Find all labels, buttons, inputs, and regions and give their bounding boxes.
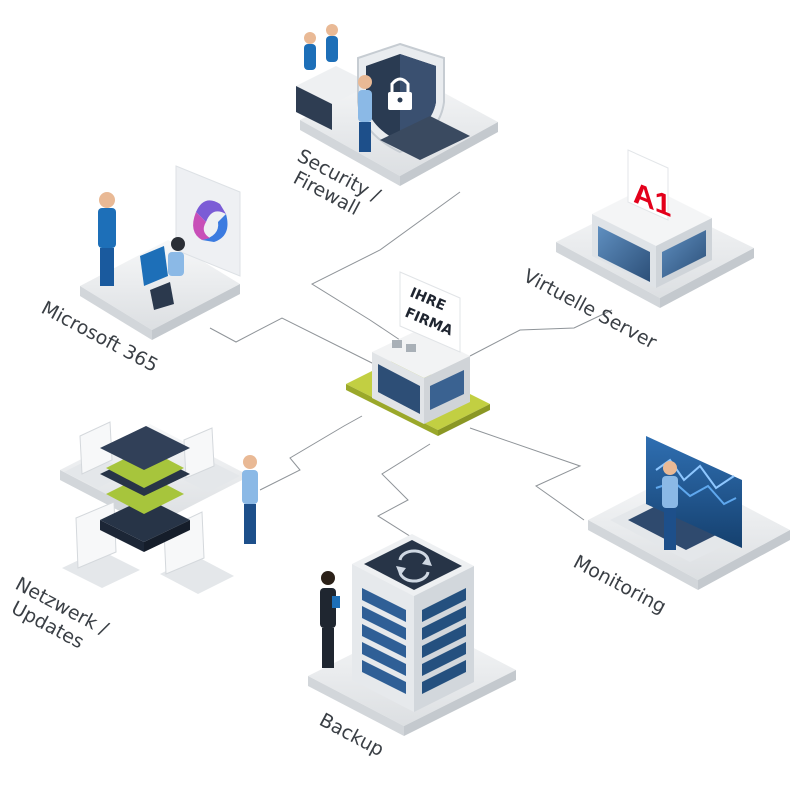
tower-top-panel: [364, 540, 462, 590]
platform-side: [300, 120, 400, 186]
person-seated: [326, 36, 338, 62]
laptop: [180, 462, 240, 492]
clipboard: [332, 596, 340, 608]
sync-refresh-icon: [396, 549, 432, 583]
microsoft365-logo-icon: [193, 200, 228, 242]
roof-unit: [406, 344, 416, 352]
person-standing: [98, 208, 116, 248]
building-windows: [662, 230, 706, 278]
security-firewall-node[interactable]: Security / Firewall: [290, 24, 498, 220]
chair: [150, 282, 174, 310]
virtual-server-node[interactable]: A1 Virtuelle Server: [520, 149, 754, 354]
person-head: [243, 455, 257, 469]
person-head: [304, 32, 316, 44]
m365-panel: [175, 165, 241, 277]
person-seated: [168, 252, 184, 276]
person-head: [663, 461, 677, 475]
laptop-screen: [183, 427, 215, 479]
person-legs: [359, 122, 371, 152]
network-updates-node[interactable]: Netzwerk / Updates: [8, 421, 258, 653]
person-legs: [100, 248, 114, 286]
person-standing: [242, 470, 258, 504]
platform-side: [698, 530, 790, 590]
laptop: [140, 246, 168, 286]
building-top: [592, 186, 712, 246]
access-panel: [380, 116, 470, 160]
person-head: [99, 192, 115, 208]
platform-side: [308, 676, 404, 736]
person-legs: [664, 508, 676, 550]
platform-side: [556, 242, 660, 308]
platform-side: [400, 122, 498, 186]
connector-network: [259, 415, 363, 491]
company-sign-board: [399, 271, 461, 353]
platform-side: [660, 248, 754, 308]
roof-unit: [392, 340, 402, 348]
person-head: [321, 571, 335, 585]
connector-virtual: [469, 309, 613, 357]
company-building-windows: [430, 370, 464, 410]
company-building-windows: [378, 364, 420, 414]
microsoft365-node[interactable]: Microsoft 365: [38, 165, 241, 377]
person-head: [358, 75, 372, 89]
platform-side: [80, 286, 152, 340]
backup-node[interactable]: Backup: [308, 534, 516, 761]
person-standing: [358, 90, 372, 122]
a1-sign-board: [627, 149, 669, 221]
platform-side: [404, 670, 516, 736]
desk-side: [296, 86, 332, 130]
desk: [296, 66, 372, 104]
connector-monitoring: [469, 427, 585, 521]
platform: [80, 240, 240, 330]
center-base-side: [346, 384, 438, 436]
platform-side: [152, 284, 240, 340]
building-windows: [598, 226, 650, 282]
center-base-side: [438, 404, 490, 436]
monitoring-node[interactable]: Monitoring: [570, 436, 790, 618]
company-center-node[interactable]: IHRE FIRMA: [346, 271, 490, 436]
person-head: [326, 24, 338, 36]
connector-m365: [209, 317, 375, 365]
drive-bays: [362, 588, 466, 694]
platform-side: [588, 520, 698, 590]
padlock-icon: [388, 77, 412, 110]
laptop-screen: [79, 421, 113, 475]
person-legs: [322, 628, 334, 668]
server-stack-icon: [100, 426, 190, 552]
person-seated: [304, 44, 316, 70]
person-head: [171, 237, 185, 251]
person-standing: [662, 476, 678, 508]
person-legs: [244, 504, 256, 544]
connector-security: [310, 191, 461, 341]
